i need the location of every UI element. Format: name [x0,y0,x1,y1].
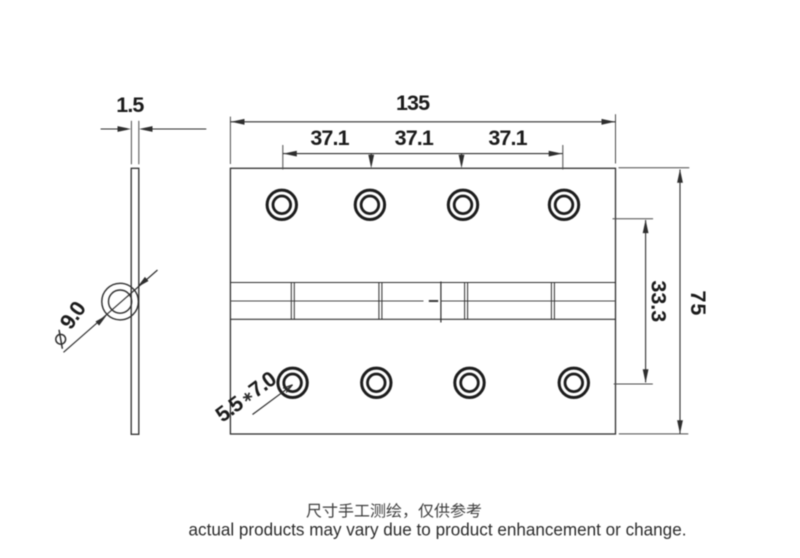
svg-text:37.1: 37.1 [488,126,527,150]
svg-text:1.5: 1.5 [116,93,144,117]
svg-text:37.1: 37.1 [395,126,434,150]
svg-text:9.0: 9.0 [55,297,91,334]
svg-text:135: 135 [396,91,430,115]
svg-text:75: 75 [686,290,710,316]
svg-text:actual products may vary due t: actual products may vary due to product … [189,520,687,539]
svg-text:37.1: 37.1 [310,126,349,150]
svg-text:33.3: 33.3 [647,280,671,322]
